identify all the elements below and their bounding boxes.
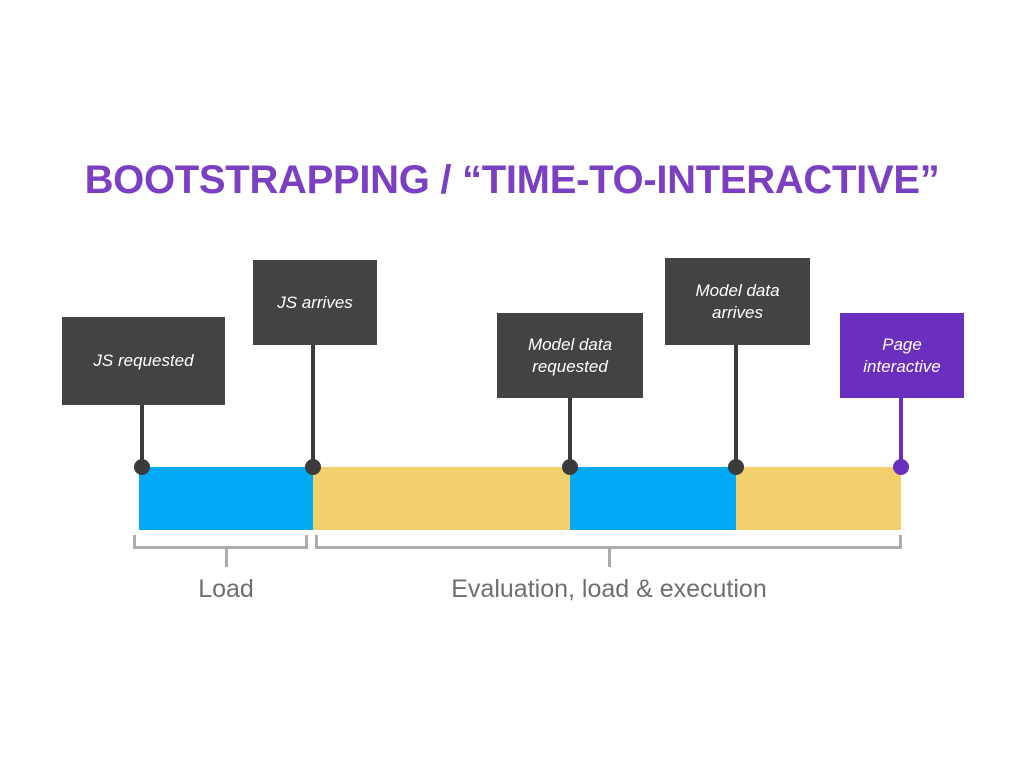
phase-label-load: Load (198, 575, 254, 603)
event-connector-line-page-interactive (899, 398, 903, 471)
event-connector-line-js-arrives (311, 345, 315, 471)
event-callout-page-interactive[interactable]: Page interactive (840, 313, 964, 398)
event-connector-line-model-data-arrives (734, 345, 738, 471)
phase-label-evaluation-load-execution: Evaluation, load & execution (451, 575, 767, 603)
phase-bracket-stem-evaluation-load-execution (608, 549, 611, 567)
event-connector-line-model-data-requested (568, 398, 572, 471)
event-callout-js-requested[interactable]: JS requested (62, 317, 225, 405)
timeline-segment-load-js (139, 467, 313, 530)
phase-bracket-evaluation-load-execution (315, 535, 902, 549)
timeline-segment-evaluate-js (313, 467, 570, 530)
event-callout-js-arrives[interactable]: JS arrives (253, 260, 377, 345)
timeline-bar (139, 467, 901, 530)
phase-bracket-stem-load (225, 549, 228, 567)
event-dot-js-arrives (305, 459, 321, 475)
event-dot-model-data-arrives (728, 459, 744, 475)
timeline-segment-execute (736, 467, 901, 530)
event-callout-model-data-requested[interactable]: Model data requested (497, 313, 643, 398)
event-dot-js-requested (134, 459, 150, 475)
phase-bracket-load (133, 535, 308, 549)
page-title: BOOTSTRAPPING / “TIME-TO-INTERACTIVE” (84, 158, 940, 202)
event-dot-page-interactive (893, 459, 909, 475)
timeline-segment-load-model-data (570, 467, 736, 530)
event-connector-line-js-requested (140, 405, 144, 471)
event-callout-model-data-arrives[interactable]: Model data arrives (665, 258, 810, 345)
event-dot-model-data-requested (562, 459, 578, 475)
